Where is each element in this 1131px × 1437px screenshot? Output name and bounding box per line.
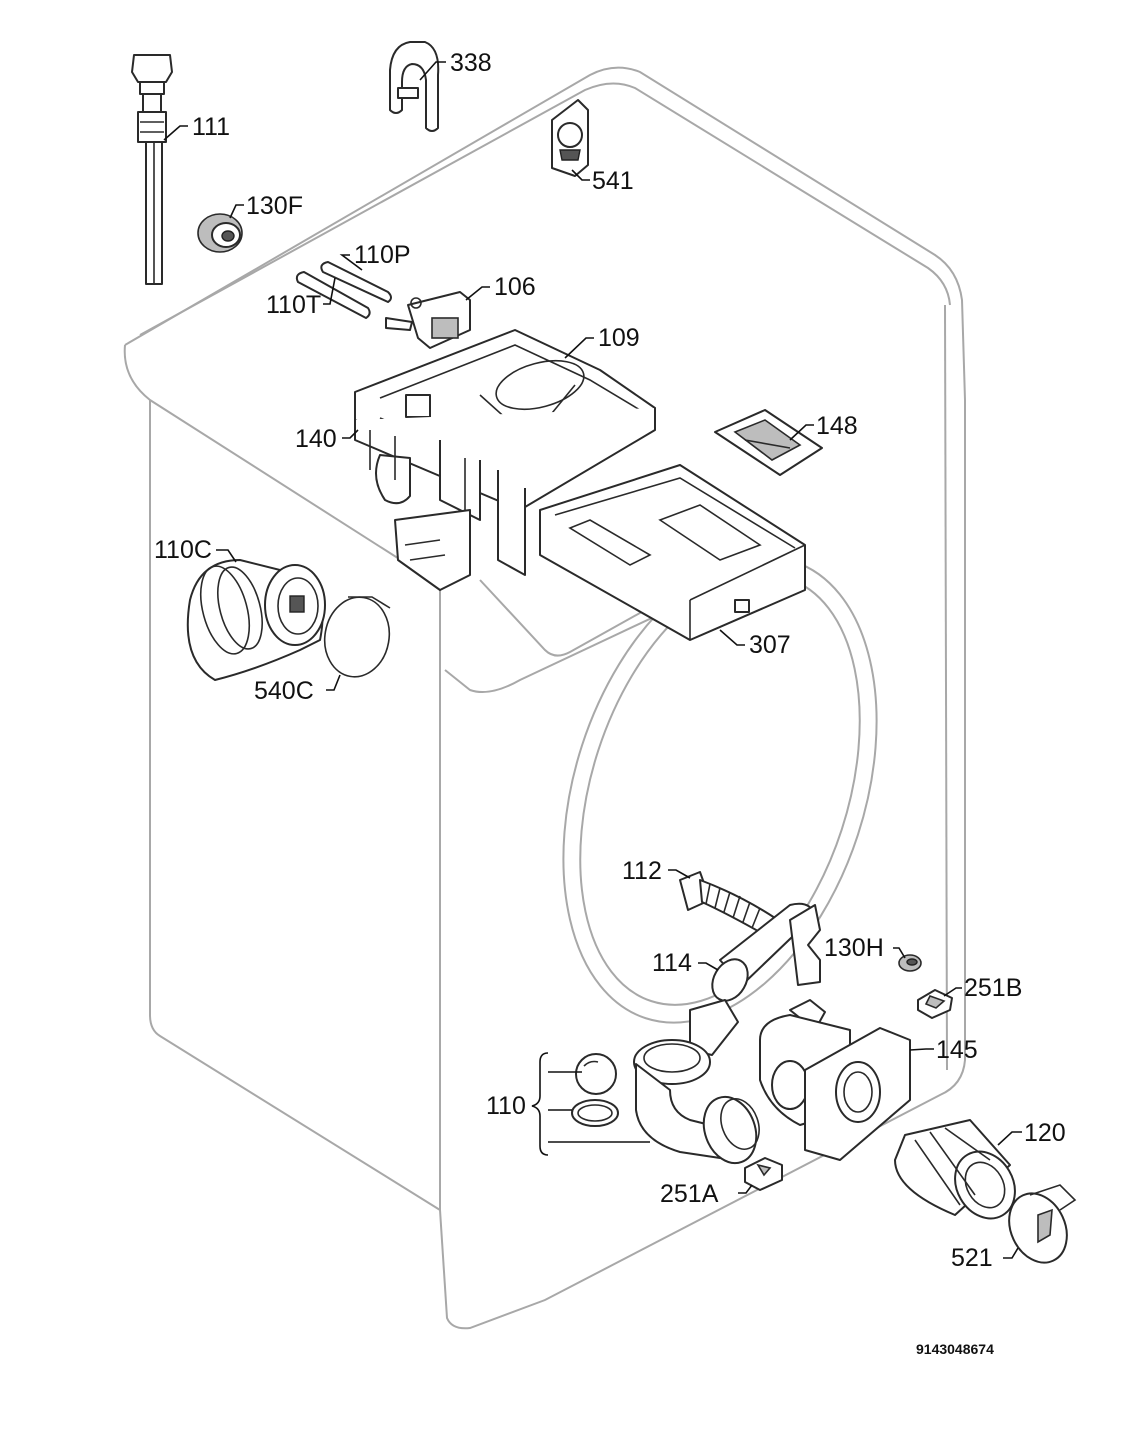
label-130h: 130H (824, 934, 884, 962)
pipe-part (711, 902, 821, 1002)
clip-part-small (744, 1157, 783, 1191)
tube-rods-part (295, 261, 392, 319)
leader-lines (163, 61, 1022, 1259)
label-109: 109 (598, 324, 640, 352)
sump-hose-part (633, 999, 760, 1165)
label-145: 145 (936, 1036, 978, 1064)
inlet-hose-part (131, 54, 173, 285)
label-541: 541 (592, 167, 634, 195)
clip-part (917, 989, 953, 1019)
label-521: 521 (951, 1244, 993, 1272)
label-130f: 130F (246, 192, 303, 220)
label-120: 120 (1024, 1119, 1066, 1147)
label-111: 111 (192, 113, 230, 141)
label-540c: 540C (254, 677, 314, 705)
filter-part (894, 1119, 1016, 1220)
label-307: 307 (749, 631, 791, 659)
bellows-part (186, 559, 326, 681)
dispenser-housing-part (354, 329, 656, 576)
document-id: 9143048674 (916, 1341, 994, 1357)
part-labels: 111 338 541 130F 110P 110T 106 109 140 1… (154, 49, 1066, 1272)
latch-part (714, 409, 823, 476)
label-140: 140 (295, 425, 337, 453)
label-251b: 251B (964, 974, 1022, 1002)
label-110: 110 (486, 1092, 526, 1120)
label-110c: 110C (154, 536, 212, 564)
label-251a: 251A (660, 1180, 719, 1208)
label-338: 338 (450, 49, 492, 77)
foot-part (197, 213, 243, 253)
label-106: 106 (494, 273, 536, 301)
detergent-drawer-part (394, 464, 806, 641)
hose-bracket-part (389, 41, 440, 132)
label-110t: 110T (266, 291, 321, 319)
foot-part-small (898, 954, 922, 972)
drain-hose-part (679, 871, 776, 936)
ball-valve-part (571, 1053, 619, 1127)
label-110p: 110P (354, 241, 411, 269)
clamp-ring-part (323, 596, 391, 678)
label-148: 148 (816, 412, 858, 440)
label-112: 112 (622, 857, 662, 885)
hose-clip-part (551, 99, 589, 177)
valve-part (385, 291, 471, 349)
filter-cap-part (1008, 1184, 1077, 1264)
label-114: 114 (652, 949, 692, 977)
pump-part (759, 999, 911, 1161)
